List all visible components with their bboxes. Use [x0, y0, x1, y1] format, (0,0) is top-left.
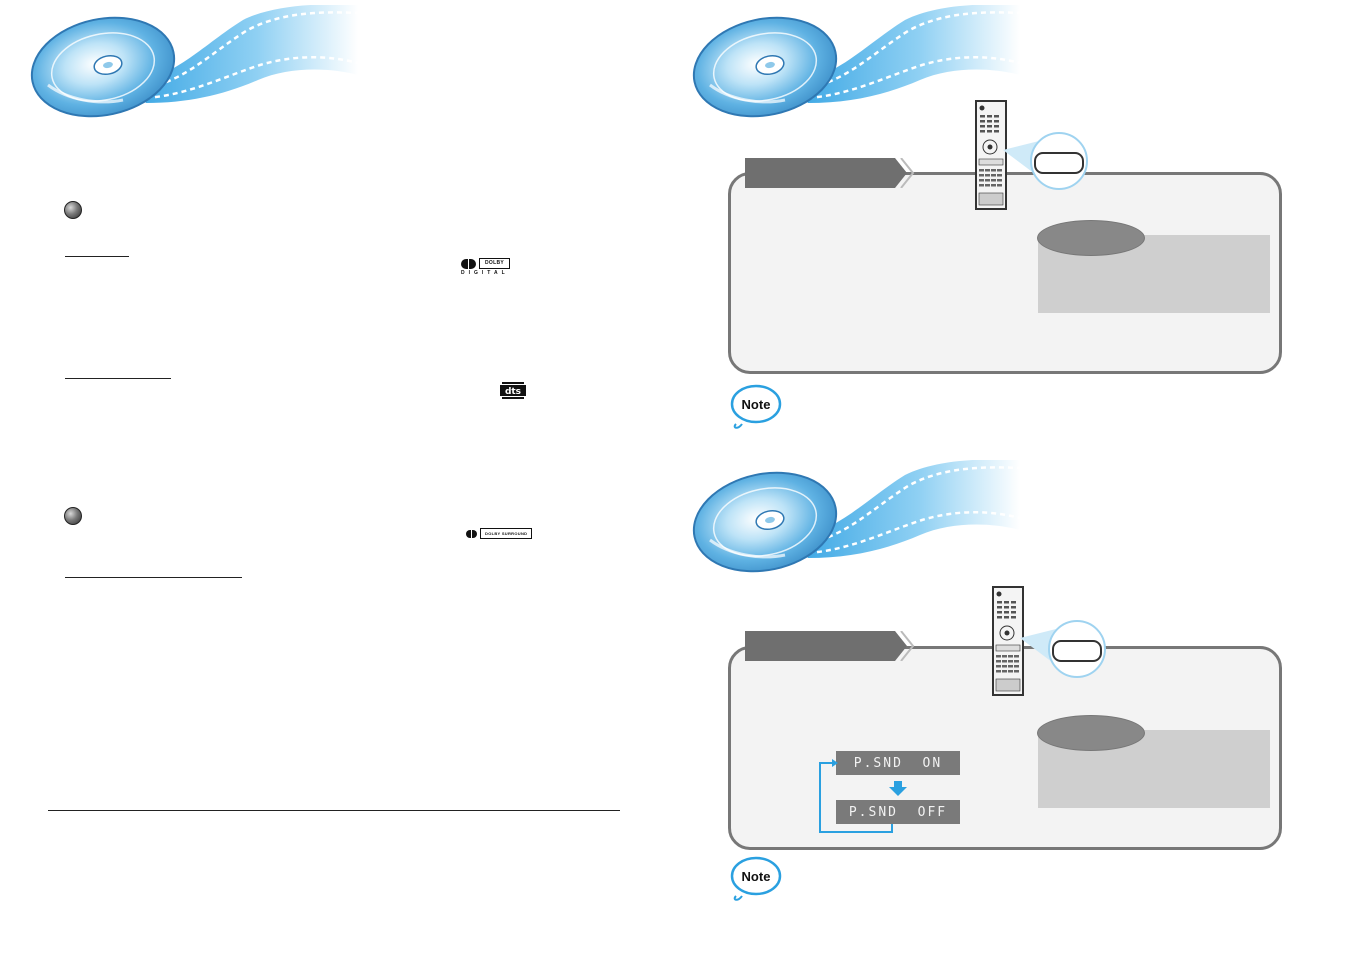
note-label-bottom: Note — [742, 869, 771, 884]
heading-underline-2 — [65, 378, 171, 379]
svg-text:dts: dts — [505, 387, 521, 397]
highlighted-remote-button-bottom — [1052, 640, 1102, 662]
down-arrow-icon — [889, 781, 907, 796]
dolby-dd-icon — [461, 258, 476, 269]
heading-underline-1 — [65, 256, 129, 257]
section-bullet-1 — [64, 201, 82, 219]
dolby-digital-logo: DOLBY DIGITAL — [461, 258, 510, 276]
dolby-surround-logo: DOLBY SURROUND — [466, 528, 533, 539]
disc-film-header-graphic — [28, 5, 358, 120]
highlighted-remote-button-top — [1034, 152, 1084, 174]
lcd-display-psnd-off: P.SND OFF — [836, 800, 960, 824]
disc-film-header-graphic-top — [690, 5, 1020, 120]
panel-tab-banner-bottom — [745, 631, 915, 661]
info-pill-top — [1037, 220, 1145, 256]
dolby-surround-word: DOLBY SURROUND — [480, 528, 533, 539]
panel-tab-banner-top — [745, 158, 915, 188]
dolby-logo-digital: DIGITAL — [461, 270, 509, 276]
remote-control-top — [975, 100, 1007, 210]
lcd-display-psnd-on: P.SND ON — [836, 751, 960, 775]
disc-film-header-graphic-bottom — [690, 460, 1020, 575]
footer-rule — [48, 810, 620, 811]
dolby-surround-dd-icon — [466, 529, 477, 538]
cycle-loop-arrow-icon — [819, 759, 893, 833]
remote-control-bottom — [992, 586, 1024, 696]
info-pill-bottom — [1037, 715, 1145, 751]
dts-logo: dts — [500, 382, 526, 399]
note-badge-bottom: Note — [730, 856, 782, 901]
heading-underline-3 — [65, 577, 242, 578]
dolby-logo-word: DOLBY — [479, 258, 510, 269]
note-label-top: Note — [742, 397, 771, 412]
section-bullet-2 — [64, 507, 82, 525]
note-badge-top: Note — [730, 384, 782, 429]
